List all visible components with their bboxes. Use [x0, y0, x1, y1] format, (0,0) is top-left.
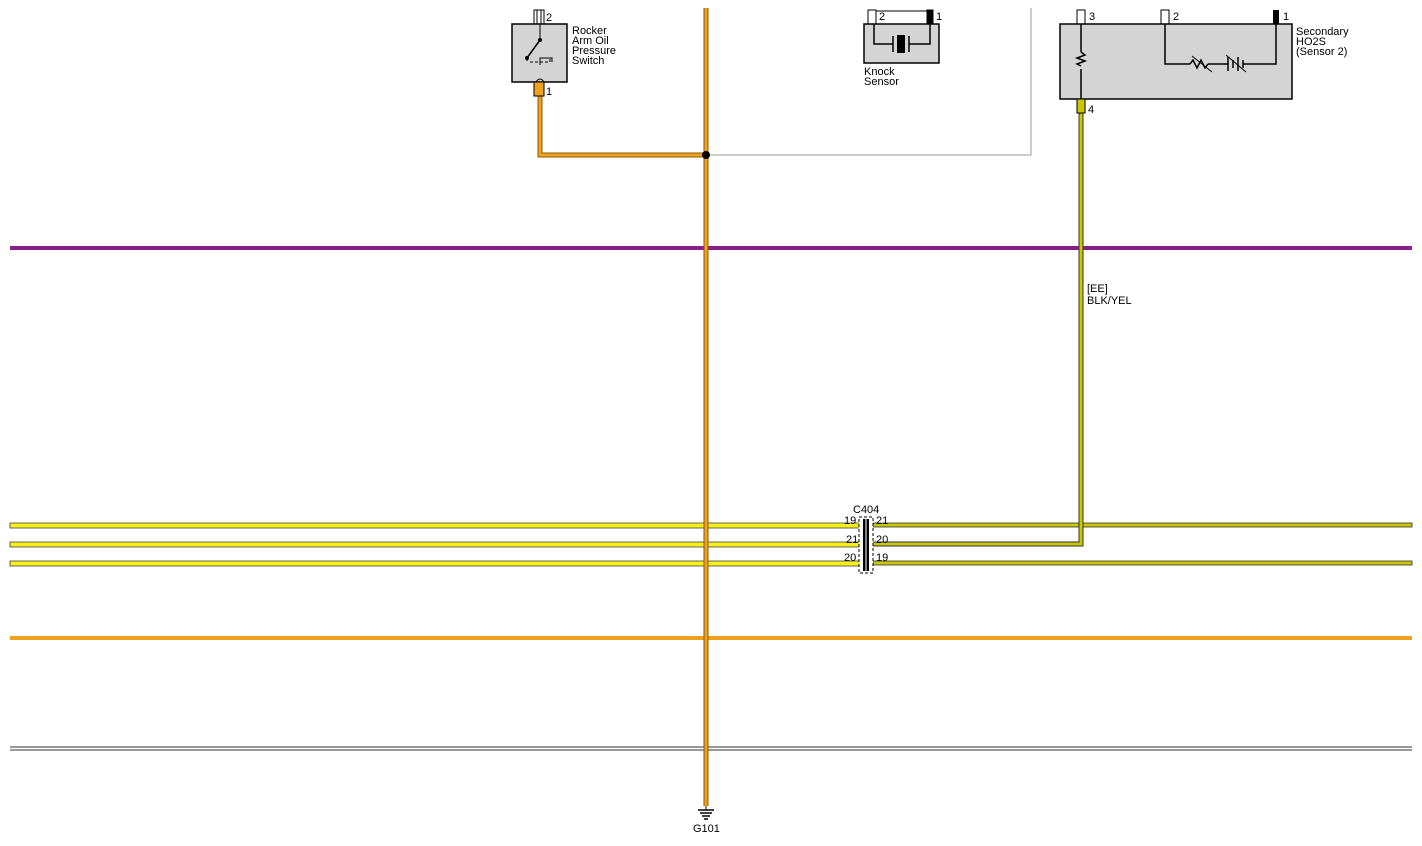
yellow-wire-21	[9, 541, 861, 548]
black-white-bus	[10, 746, 1412, 751]
ho2s-pin-4: 4	[1088, 104, 1094, 116]
knock-pin-b: 1	[936, 11, 942, 23]
connector-left-pin: 21	[846, 534, 858, 546]
connector-name: C404	[853, 504, 879, 516]
wire-code-label: [EE]	[1087, 283, 1108, 295]
connector-right-pin: 20	[876, 534, 888, 546]
ho2s-pin-1: 1	[1283, 11, 1289, 23]
rocker-pin-bottom: 1	[546, 86, 552, 98]
connector-c404[interactable]	[858, 516, 874, 574]
ground-label: G101	[693, 823, 720, 835]
knock-pin-a: 2	[879, 11, 885, 23]
blk-yel-wire	[873, 112, 1084, 547]
yel-grn-wire-21	[872, 522, 1413, 528]
ground-icon	[698, 806, 714, 820]
rocker-pin-top: 2	[546, 12, 552, 24]
ho2s-label: Secondary HO2S (Sensor 2)	[1296, 26, 1349, 58]
connector-left-pin: 19	[844, 515, 856, 527]
rocker-switch-label: Rocker Arm Oil Pressure Switch	[572, 25, 617, 67]
knock-sensor-label: Knock Sensor	[864, 66, 899, 88]
connector-left-pin: 20	[844, 552, 856, 564]
yellow-wire-19	[9, 522, 861, 529]
secondary-ho2s-sensor[interactable]	[1059, 9, 1293, 114]
enclosure-frame	[706, 8, 1032, 156]
yellow-wire-20	[9, 560, 861, 567]
wire-color-label: BLK/YEL	[1087, 295, 1132, 307]
connector-right-pin: 21	[876, 515, 888, 527]
yel-grn-wire-19	[872, 560, 1413, 566]
knock-sensor[interactable]	[863, 9, 940, 64]
rocker-arm-oil-pressure-switch[interactable]	[511, 9, 568, 97]
ho2s-pin-2: 2	[1173, 11, 1179, 23]
splice-dot	[702, 151, 710, 159]
ho2s-pin-3: 3	[1089, 11, 1095, 23]
rocker-switch-wire	[537, 96, 706, 158]
connector-right-pin: 19	[876, 552, 888, 564]
